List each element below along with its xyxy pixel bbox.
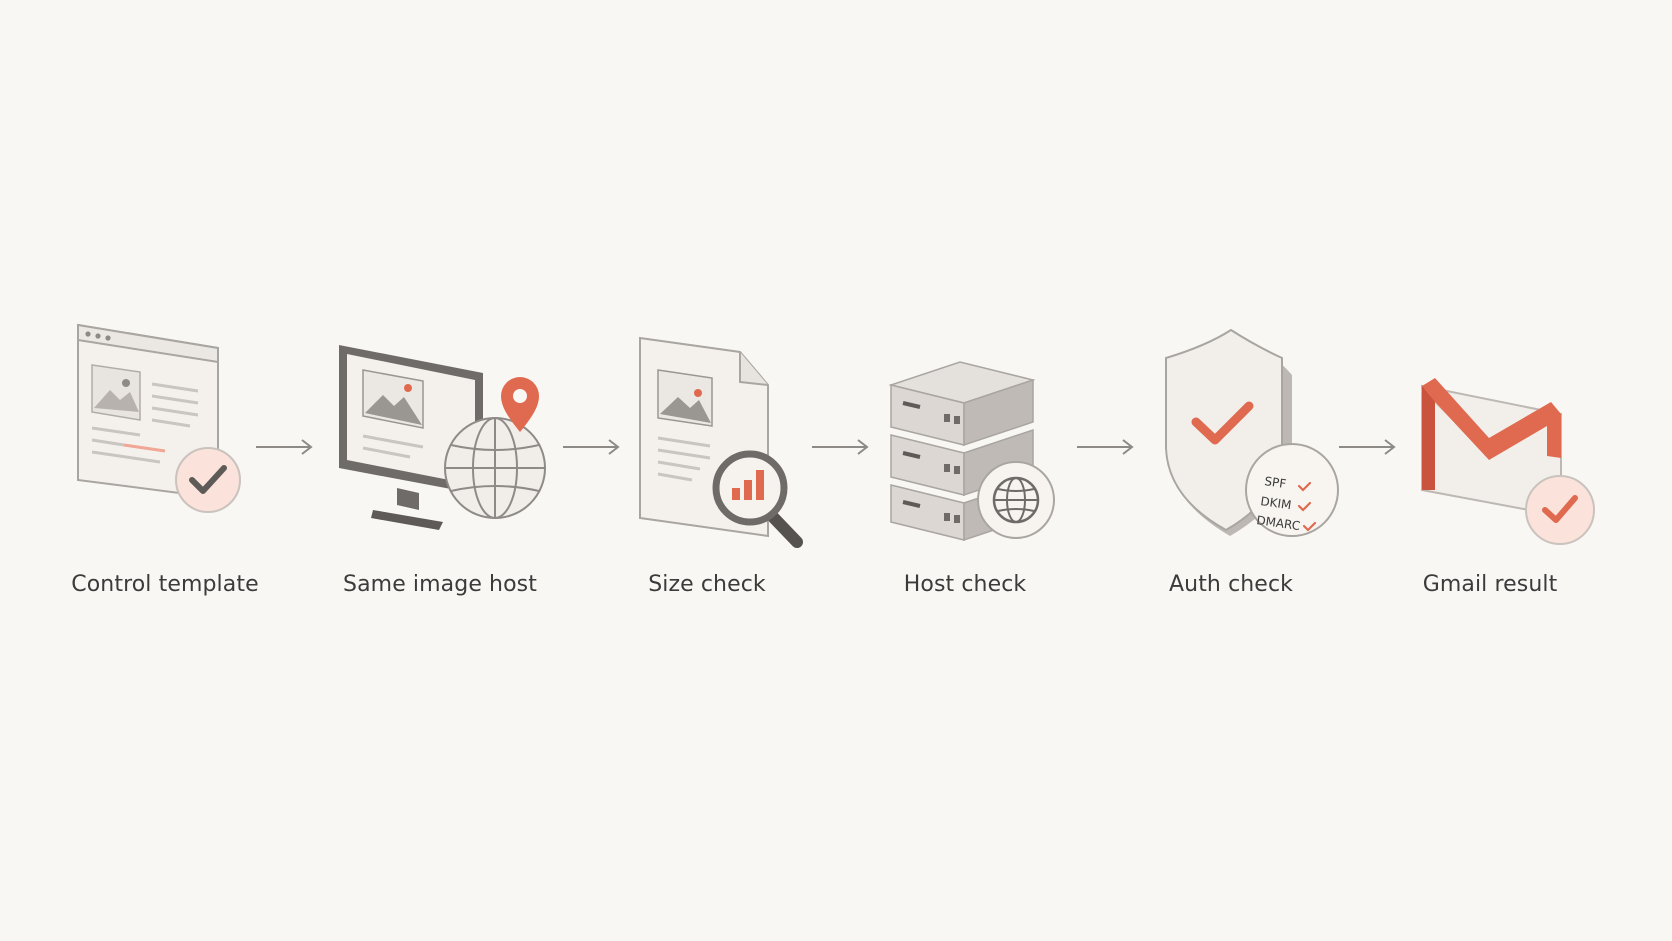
step-control-template: Control template	[40, 0, 290, 941]
flow-arrow	[806, 432, 876, 462]
step-label: Same image host	[343, 572, 537, 597]
auth-badge-dmarc: DMARC	[1256, 513, 1301, 533]
step-auth-check: SPF DKIM DMARC Auth check	[1106, 0, 1356, 941]
step-label: Control template	[71, 572, 259, 597]
step-host-check: Host check	[840, 0, 1090, 941]
step-gmail-result: Gmail result	[1365, 0, 1615, 941]
shield-check-auth-icon: SPF DKIM DMARC	[1106, 300, 1356, 560]
monitor-globe-pin-icon	[315, 300, 565, 560]
flow-arrow	[1333, 432, 1403, 462]
server-globe-icon	[840, 300, 1090, 560]
gmail-check-icon	[1365, 300, 1615, 560]
step-same-image-host: Same image host	[315, 0, 565, 941]
step-label: Size check	[648, 572, 766, 597]
step-size-check: Size check	[582, 0, 832, 941]
flow-arrow	[250, 432, 320, 462]
auth-badge-spf: SPF	[1264, 474, 1288, 491]
flow-arrow	[1071, 432, 1141, 462]
step-label: Host check	[903, 572, 1027, 597]
document-magnifier-chart-icon	[582, 300, 832, 560]
step-label: Gmail result	[1422, 572, 1558, 597]
web-template-check-icon	[40, 300, 290, 560]
flow-arrow	[557, 432, 627, 462]
auth-badge-dkim: DKIM	[1260, 494, 1293, 512]
step-label: Auth check	[1169, 572, 1293, 597]
